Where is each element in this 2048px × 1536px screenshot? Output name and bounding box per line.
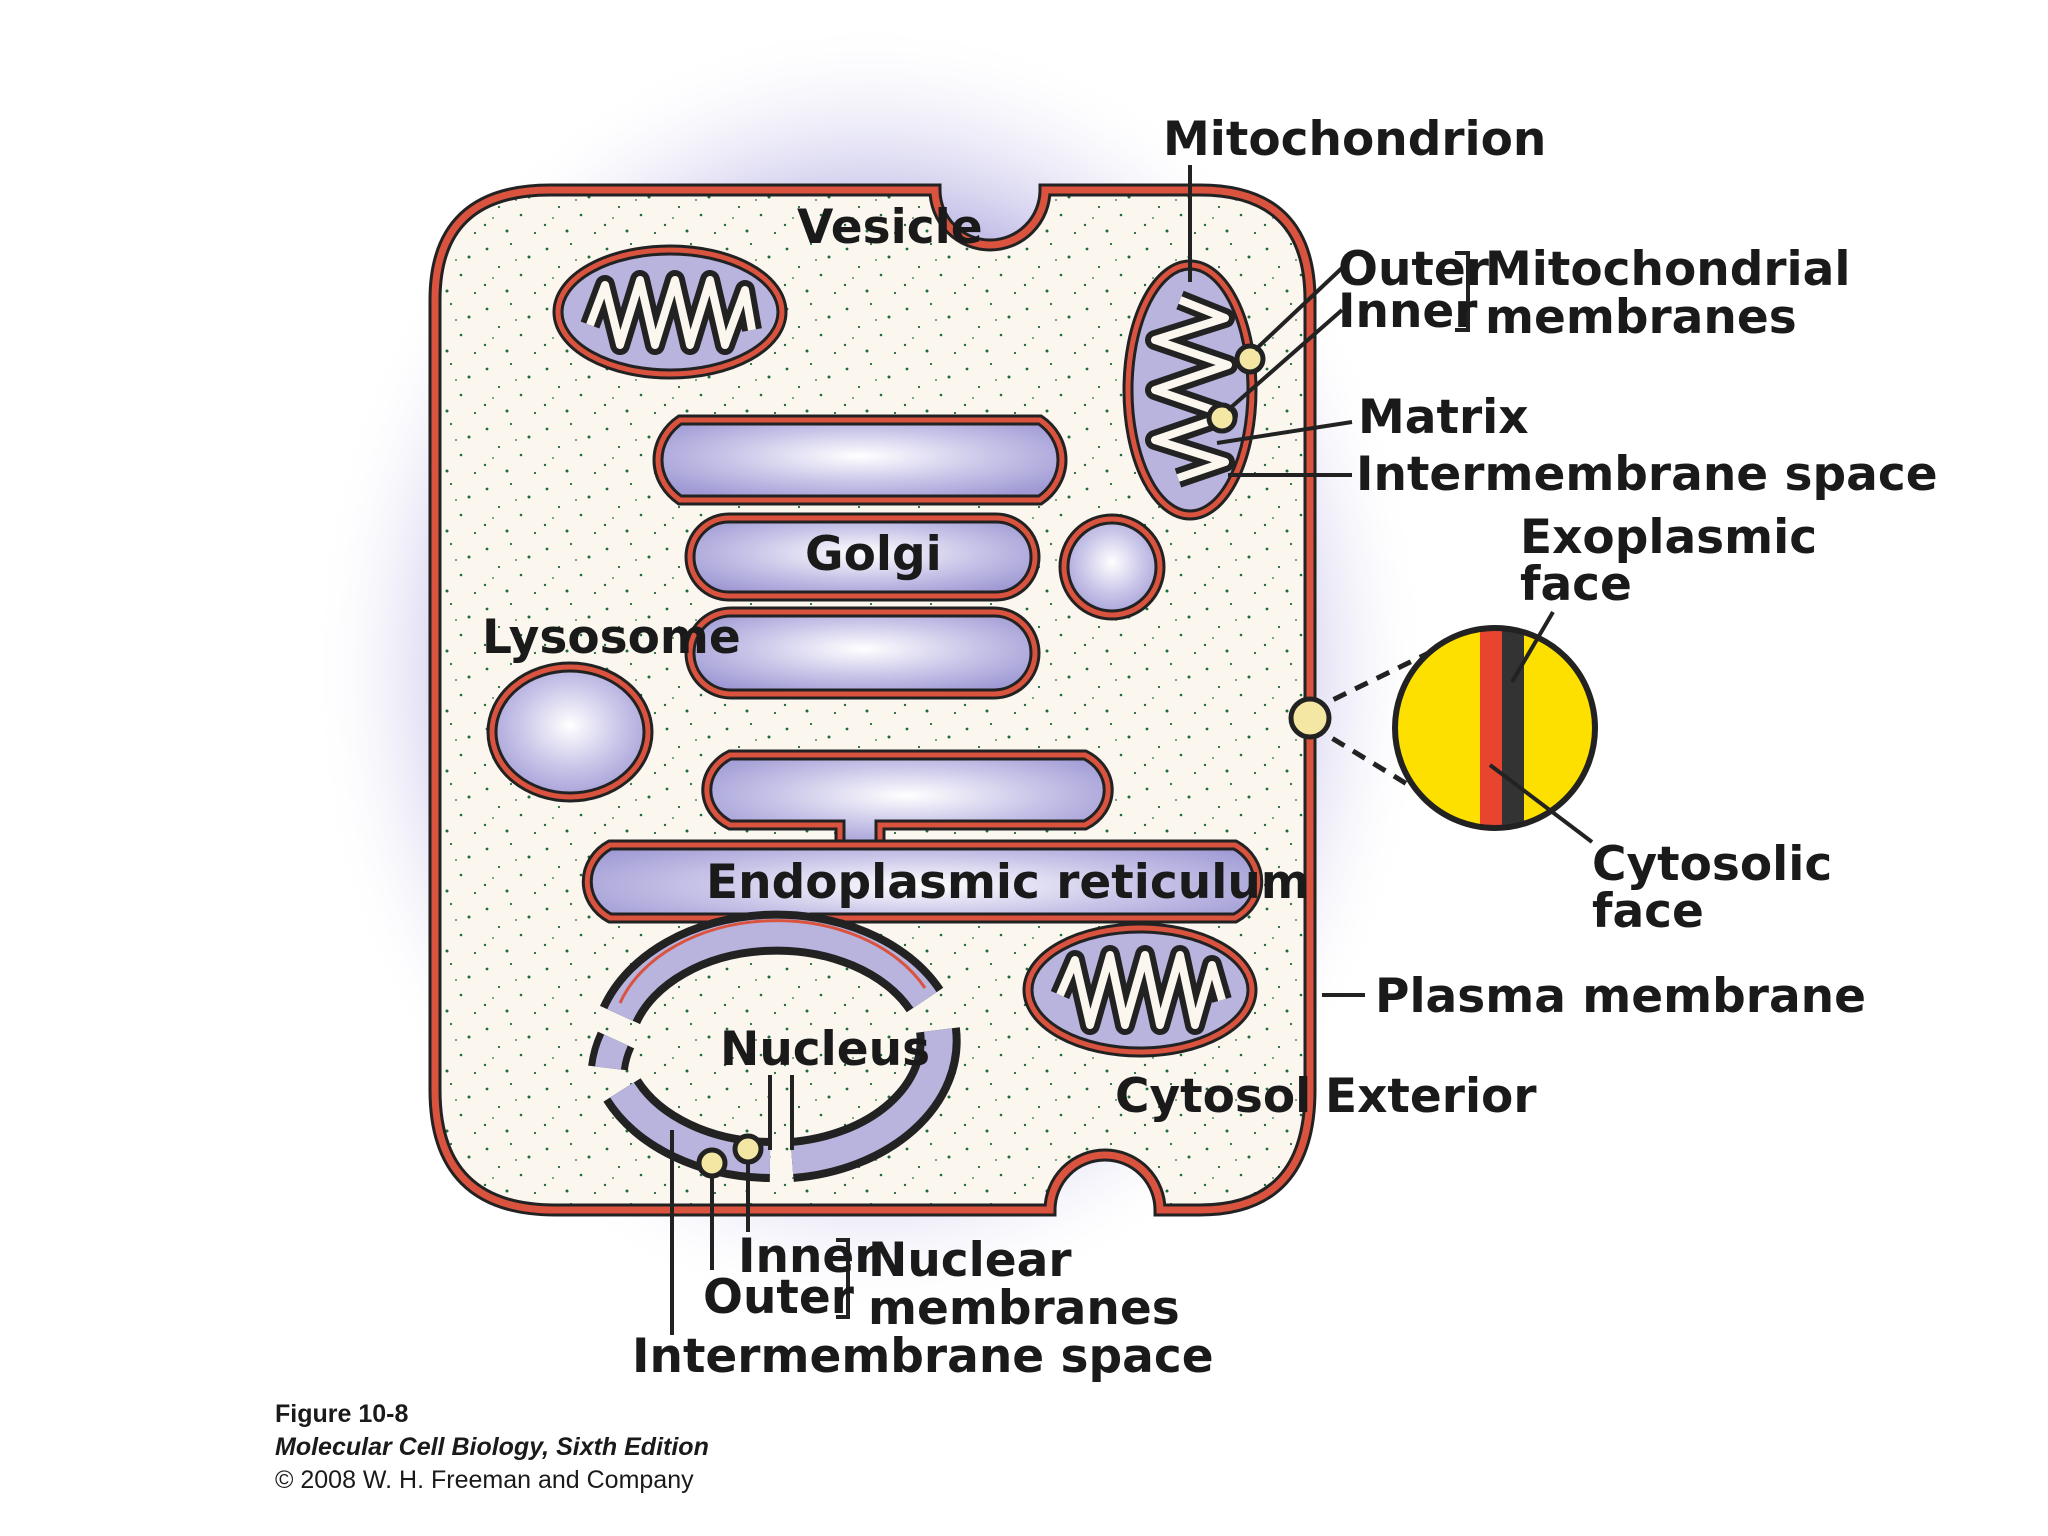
label-exoplasmic-1: Exoplasmic [1520,510,1817,565]
label-cytosol: Cytosol [1115,1069,1311,1124]
plasma-membrane-marker [1288,696,1332,740]
label-exterior: Exterior [1325,1069,1537,1124]
label-nucleus: Nucleus [720,1022,930,1077]
copyright: © 2008 W. H. Freeman and Company [275,1466,694,1494]
mitochondrion-right [1122,259,1258,521]
label-lysosome: Lysosome [482,610,741,665]
label-vesicle: Vesicle [797,200,983,255]
label-cytosolic-2: face [1592,884,1704,939]
label-nuc-membranes-1: Nuclear [868,1233,1072,1288]
label-mitochondrion: Mitochondrion [1163,112,1546,167]
nuc-outer-marker [696,1147,728,1179]
label-mito-membranes-1: Mitochondrial [1485,242,1850,297]
figure-number: Figure 10-8 [275,1400,409,1428]
nuc-inner-marker [732,1133,764,1165]
golgi-cisterna [684,606,1041,700]
label-nuc-inner: Inner [738,1229,878,1284]
label-mito-membranes-2: membranes [1485,290,1797,345]
label-golgi: Golgi [805,527,942,582]
leader-lines [670,165,1594,1335]
label-mito-outer: Outer [1338,242,1490,297]
label-nuc-intermembrane: Intermembrane space [632,1329,1214,1384]
mitochondrion-bottom [1022,922,1258,1058]
golgi-cisterna-top [652,414,1068,506]
book-title: Molecular Cell Biology, Sixth Edition [275,1433,709,1461]
label-matrix: Matrix [1358,390,1529,445]
label-nuc-membranes-2: membranes [868,1281,1180,1336]
label-mito-intermembrane: Intermembrane space [1356,447,1938,502]
label-er: Endoplasmic reticulum [706,855,1310,910]
golgi-stack [652,414,1068,700]
label-plasma-membrane: Plasma membrane [1375,969,1866,1024]
label-mito-inner: Inner [1338,284,1478,339]
label-cytosolic-1: Cytosolic [1592,837,1832,892]
label-exoplasmic-2: face [1520,557,1632,612]
mito-inner-marker [1206,402,1238,434]
mitochondrion-top-left [552,244,788,380]
label-nuc-outer: Outer [703,1270,855,1325]
mito-outer-marker [1234,343,1266,375]
